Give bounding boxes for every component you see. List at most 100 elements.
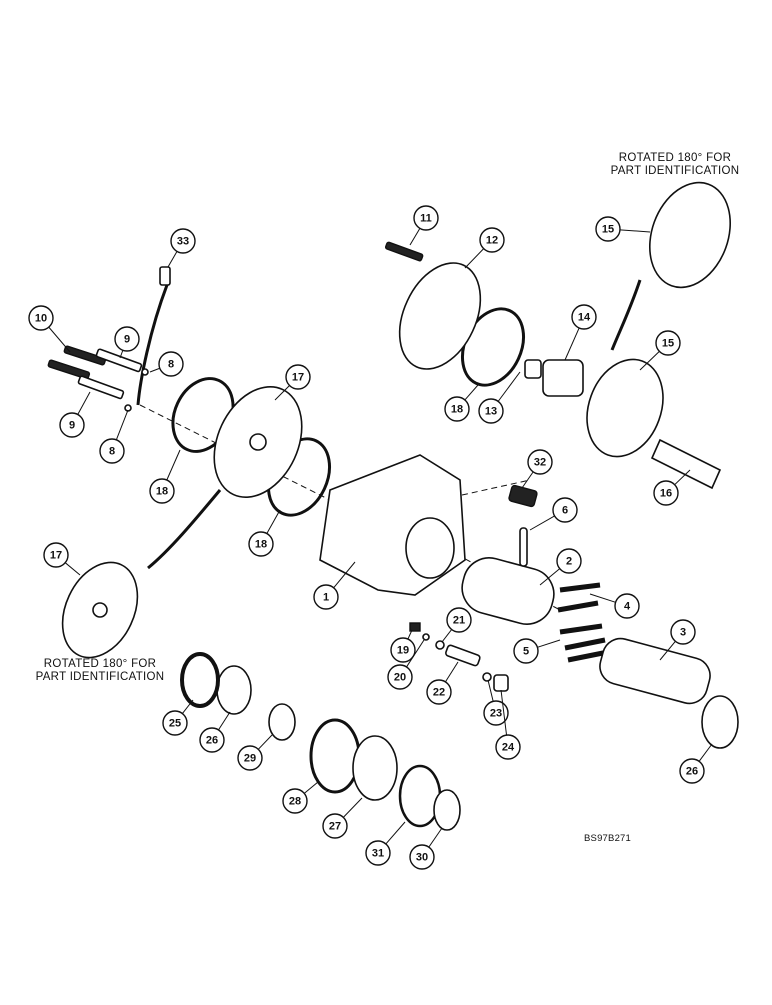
part-33-wire xyxy=(136,284,169,406)
callout-c22: 22 xyxy=(426,661,459,705)
callout-leader xyxy=(342,797,363,818)
callout-c10: 10 xyxy=(28,305,71,353)
callout-bubble xyxy=(313,584,339,610)
assembly-centerline-2 xyxy=(461,479,541,613)
callout-number: 15 xyxy=(602,224,614,236)
callout-leader xyxy=(698,743,713,762)
callout-number: 4 xyxy=(624,601,631,613)
part-21-ring xyxy=(435,640,445,650)
callout-c15b: 15 xyxy=(639,330,681,371)
callout-number: 20 xyxy=(394,672,406,684)
callout-number: 19 xyxy=(397,645,409,657)
callout-number: 30 xyxy=(416,852,428,864)
drawing-code: BS97B271 xyxy=(584,833,632,844)
part-3-spool xyxy=(599,637,711,705)
callout-bubble xyxy=(387,664,413,690)
part-9-pin-lower xyxy=(77,375,125,400)
callout-number: 14 xyxy=(578,312,591,324)
callout-c5: 5 xyxy=(513,638,561,664)
callout-bubble xyxy=(495,734,521,760)
callout-c33: 33 xyxy=(167,228,196,268)
callout-leader xyxy=(119,350,124,359)
part-19-spring xyxy=(409,622,421,632)
callout-bubble xyxy=(248,531,274,557)
part-10-screw-upper xyxy=(63,345,107,366)
part-2-sleeve xyxy=(461,557,555,625)
callout-leader xyxy=(619,229,651,233)
callout-number: 1 xyxy=(323,592,329,604)
callout-c17a: 17 xyxy=(274,364,311,401)
callout-leader xyxy=(115,409,129,441)
callout-bubble xyxy=(237,745,263,771)
callout-leader xyxy=(407,629,413,640)
callout-bubble xyxy=(28,305,54,331)
callout-leader xyxy=(537,639,561,648)
parts-artwork xyxy=(47,181,739,831)
callout-number: 18 xyxy=(255,539,267,551)
callout-c17b: 17 xyxy=(43,542,81,576)
callout-number: 18 xyxy=(156,486,168,498)
callout-c2: 2 xyxy=(539,548,582,586)
parts-4-5-springs xyxy=(557,582,609,663)
callout-bubble xyxy=(59,412,85,438)
callout-leader xyxy=(497,371,521,402)
callout-leader xyxy=(167,251,178,268)
callout-bubble xyxy=(552,497,578,523)
callout-number: 9 xyxy=(124,334,130,346)
part-29-ring xyxy=(268,703,296,741)
part-28-oring xyxy=(309,718,361,794)
callout-leader xyxy=(428,827,443,848)
rotation-note-top: ROTATED 180° FOR PART IDENTIFICATION xyxy=(610,152,740,177)
callout-c9a: 9 xyxy=(114,326,140,359)
callout-bubble xyxy=(478,398,504,424)
callout-c8a: 8 xyxy=(149,351,184,377)
callout-c28: 28 xyxy=(282,781,319,814)
callout-number: 18 xyxy=(451,404,463,416)
callout-leader xyxy=(333,561,356,589)
callout-number: 32 xyxy=(534,457,546,469)
part-17-center-hole xyxy=(249,433,267,451)
callout-number: 15 xyxy=(662,338,674,350)
callout-c13: 13 xyxy=(478,371,521,424)
part-20-ball xyxy=(422,633,430,641)
callout-bubble xyxy=(444,396,470,422)
callout-bubble xyxy=(282,788,308,814)
callout-leader xyxy=(274,385,290,401)
callout-layer: 1234568899101112131415151617171818181920… xyxy=(28,205,713,870)
callout-c26b: 26 xyxy=(679,743,713,784)
callout-number: 27 xyxy=(329,821,341,833)
callout-bubble xyxy=(322,813,348,839)
callout-bubble xyxy=(285,364,311,390)
callout-leader xyxy=(218,711,231,731)
part-17-leader-bar xyxy=(147,489,222,570)
callout-bubble xyxy=(199,727,225,753)
callout-leader xyxy=(529,515,555,531)
callout-number: 3 xyxy=(680,627,686,639)
callout-c20: 20 xyxy=(387,639,425,690)
callout-bubble xyxy=(679,758,705,784)
callout-leader xyxy=(64,562,81,576)
callout-number: 21 xyxy=(453,615,465,627)
callout-number: 25 xyxy=(169,718,181,730)
callout-number: 31 xyxy=(372,848,384,860)
callout-c26a: 26 xyxy=(199,711,231,753)
callout-number: 8 xyxy=(168,359,174,371)
callout-bubble xyxy=(571,304,597,330)
part-27-seal-carrier xyxy=(352,735,398,801)
callout-c21: 21 xyxy=(441,607,472,643)
callout-c9b: 9 xyxy=(59,391,91,438)
part-26-washer-right xyxy=(701,695,739,749)
callout-c1: 1 xyxy=(313,561,356,610)
callout-leader xyxy=(564,327,580,361)
callout-number: 29 xyxy=(244,753,256,765)
callout-bubble xyxy=(413,205,439,231)
callout-leader xyxy=(444,661,459,683)
callout-leader xyxy=(266,509,281,534)
callout-leader xyxy=(406,639,425,668)
callout-number: 23 xyxy=(490,708,502,720)
callout-leader xyxy=(589,593,616,603)
callout-leader xyxy=(409,228,421,246)
part-12-end-cap xyxy=(398,262,482,370)
